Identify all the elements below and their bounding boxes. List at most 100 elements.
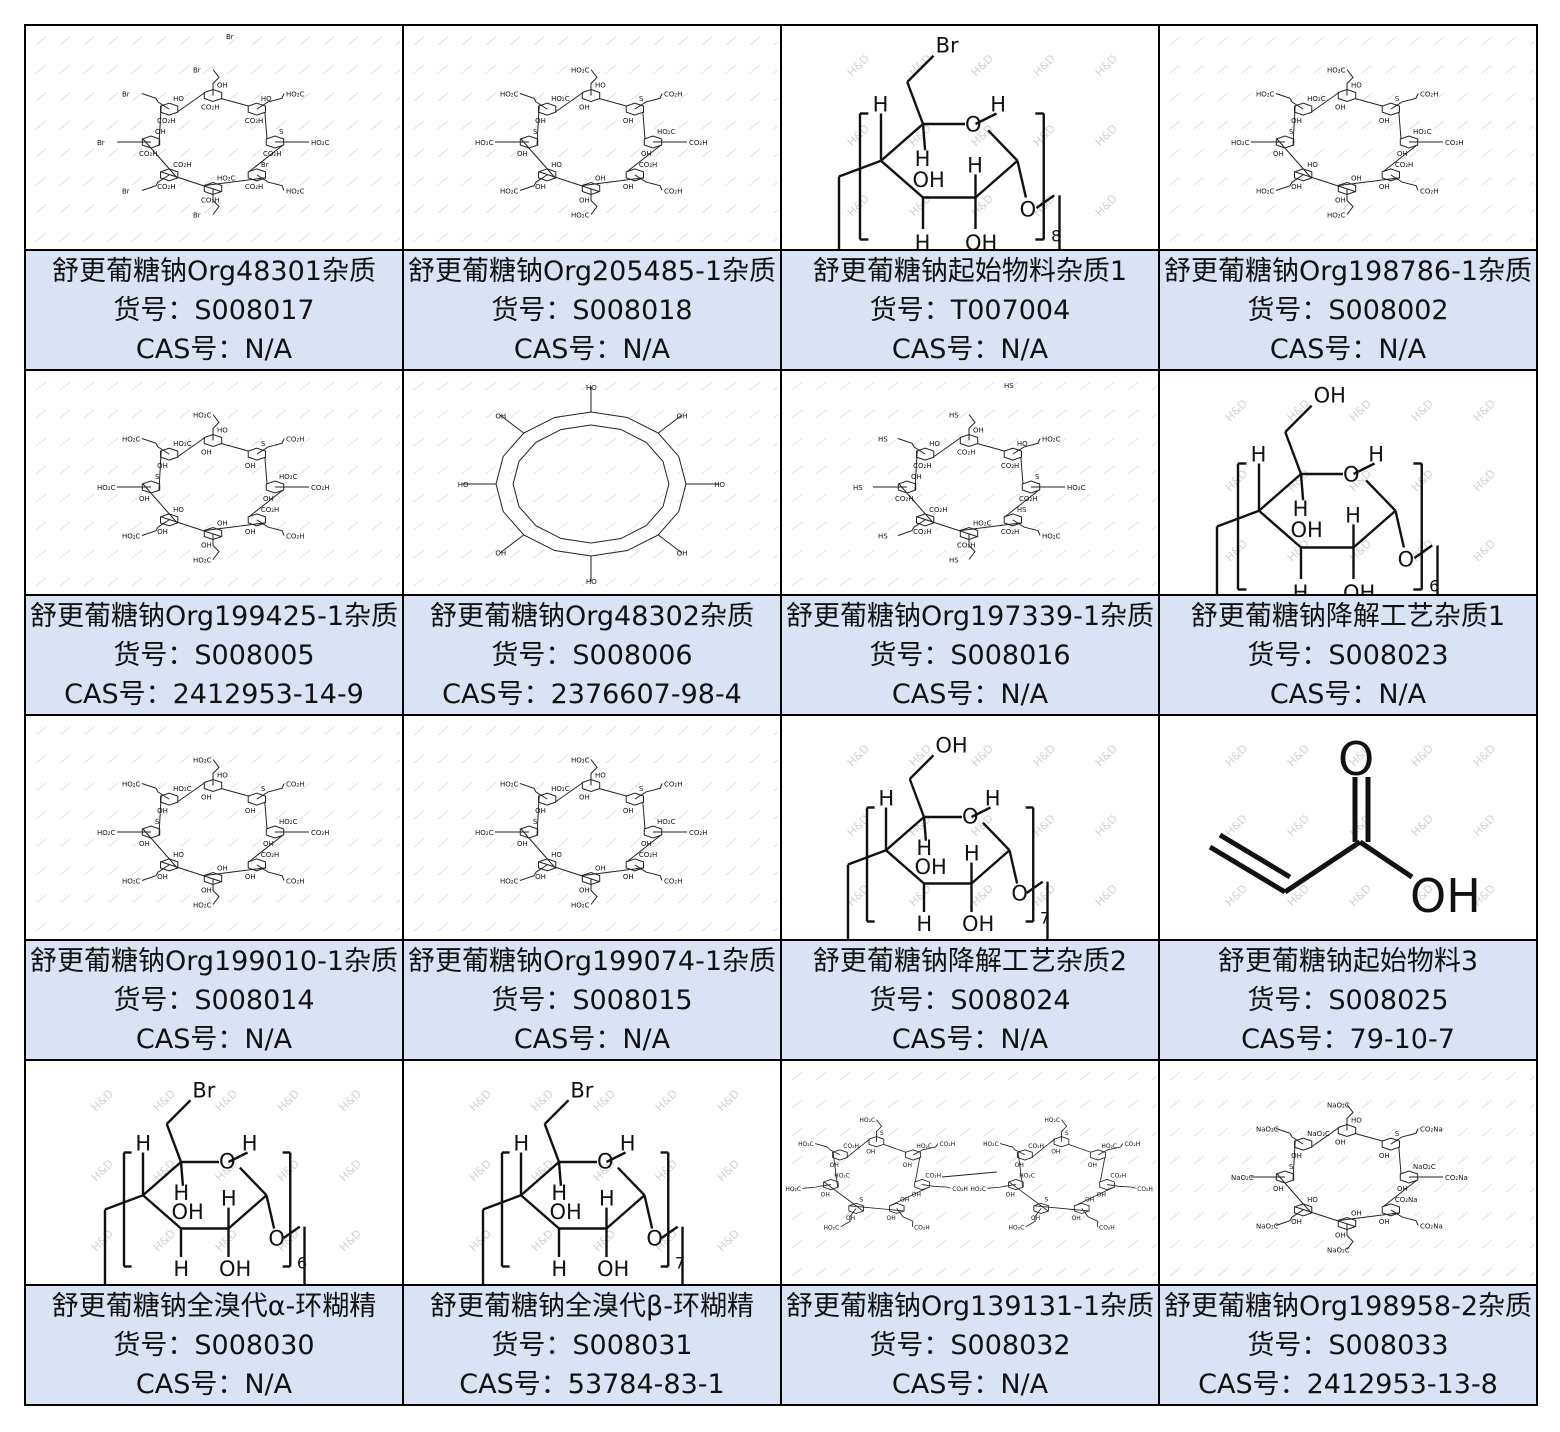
atom-label: O (597, 1149, 614, 1173)
atom-label: OH (1397, 150, 1408, 158)
atom-label: Br (936, 33, 959, 57)
atom-label: CO₂H (664, 780, 682, 788)
atom-label: HO (217, 771, 228, 779)
atom-label: CO₂H (286, 435, 304, 443)
repeat-count: 8 (1051, 226, 1061, 245)
catalog-number: 货号：T007004 (782, 291, 1158, 330)
atom-label: CO₂H (914, 1224, 930, 1231)
atom-label: OH (1291, 117, 1302, 125)
atom-label: OH (495, 549, 506, 557)
watermark-text: H&D (969, 52, 996, 79)
atom-label: HO₂C (785, 1185, 801, 1192)
atom-label: HO₂C (122, 780, 141, 788)
atom-label: O (1398, 547, 1415, 571)
cas-value: N/A (244, 333, 293, 365)
repeat-count: 6 (297, 1253, 307, 1272)
atom-label: HO₂C (970, 1185, 986, 1192)
cas-value: N/A (1000, 1023, 1049, 1055)
atom-label: OH (912, 1191, 921, 1198)
atom-label: OH (1291, 182, 1302, 190)
product-name: 舒更葡糖钠降解工艺杂质1 (1190, 600, 1506, 632)
structure-drawing: HO₂COHHOCO₂HOHSCO₂HOHHO₂CCO₂HOHCO₂HHO₂CO… (1231, 66, 1463, 219)
catalog-value: S008025 (1328, 984, 1449, 1016)
watermark-text: H&D (275, 1087, 302, 1114)
atom-label: CO₂H (639, 160, 657, 168)
atom-label: CO₂H (286, 780, 304, 788)
catalog-label: 货号： (113, 639, 195, 671)
atom-label: OH (1273, 150, 1284, 158)
cas-value: N/A (1000, 678, 1049, 710)
atom-label: OH (263, 495, 274, 503)
catalog-label: 货号： (113, 294, 195, 326)
atom-label: OH (1273, 1185, 1284, 1193)
atom-label: CO₂H (157, 117, 175, 125)
cas-number: CAS号：N/A (782, 330, 1158, 369)
cas-label: CAS号： (513, 333, 623, 365)
atom-label: CO₂H (311, 484, 329, 492)
atom-label: CO₂H (201, 103, 219, 111)
atom-label: HO (551, 160, 562, 168)
atom-label: OH (1335, 1138, 1346, 1146)
cas-value: N/A (1378, 678, 1427, 710)
catalog-label: 货号： (869, 1329, 951, 1361)
catalog-label: 货号： (1247, 1329, 1329, 1361)
watermark-text: H&D (1031, 52, 1058, 79)
atom-label: NaO₂C (1327, 1246, 1350, 1254)
atom-label: HO₂C (1256, 187, 1275, 195)
structure-drawing: NaO₂COHHOCO₂NaOHSCO₂NaOHNaO₂CCO₂NaOHCO₂N… (1231, 1101, 1468, 1254)
atom-label: Br (193, 66, 201, 74)
watermark-pattern: H&DH&DH&DH&DH&DH&DH&DH&DH&DH&DH&DH&DH&DH… (1223, 397, 1498, 564)
large-cyclodextrin-icon: HSCO₂HOHHO₂CCO₂HHOHO₂CCO₂HSHO₂CCO₂HHSHSC… (791, 381, 1156, 586)
atom-label: H (242, 1131, 258, 1155)
watermark-text: H&D (1471, 812, 1498, 839)
atom-label: HO (929, 440, 940, 448)
watermark-text: H&D (591, 1087, 618, 1114)
catalog-number: 货号：S008015 (404, 981, 780, 1020)
atom-label: HO (261, 95, 272, 103)
atom-label: OH (900, 1196, 909, 1203)
atom-label: CO₂H (1099, 1224, 1115, 1231)
product-name: 舒更葡糖钠Org205485-1杂质 (407, 255, 776, 287)
atom-label: HO₂C (193, 556, 212, 564)
atom-label: H (916, 912, 932, 936)
catalog-number: 货号：S008030 (26, 1326, 402, 1365)
atom-label: HS (949, 411, 959, 419)
atom-label: OH (201, 448, 212, 456)
catalog-number: 货号：S008005 (26, 636, 402, 675)
atom-label: HO₂C (1019, 1172, 1035, 1179)
atom-label: OH (866, 1148, 875, 1155)
atom-label: S (533, 818, 538, 826)
atom-label: NaO₂C (1327, 1101, 1350, 1109)
cas-label: CAS号： (1198, 1368, 1307, 1400)
atom-label: OH (1088, 1161, 1097, 1168)
cas-label: CAS号： (513, 1023, 623, 1055)
atom-label: Br (192, 1078, 215, 1102)
atom-label: OH (219, 1257, 251, 1281)
atom-label: H (1293, 581, 1309, 594)
atom-label: OH (1335, 1231, 1346, 1239)
watermark-text: H&D (1409, 397, 1436, 424)
catalog-number: 货号：S008033 (1160, 1326, 1536, 1365)
atom-label: CO₂H (952, 1185, 968, 1192)
atom-label: CO₂H (664, 877, 682, 885)
atom-label: CO₂H (286, 532, 304, 540)
atom-label: OH (1351, 1209, 1362, 1217)
watermark-text: H&D (1093, 52, 1120, 79)
cas-value: 2412953-13-8 (1306, 1368, 1498, 1400)
watermark-text: H&D (467, 1227, 494, 1254)
atom-label: HS (878, 532, 888, 540)
watermark-text: H&D (1223, 467, 1250, 494)
atom-label: S (1045, 1196, 1049, 1203)
watermark-text: H&D (1093, 742, 1120, 769)
watermark-text: H&D (1285, 742, 1312, 769)
atom-label: OH (623, 182, 634, 190)
watermark-text: H&D (1471, 537, 1498, 564)
